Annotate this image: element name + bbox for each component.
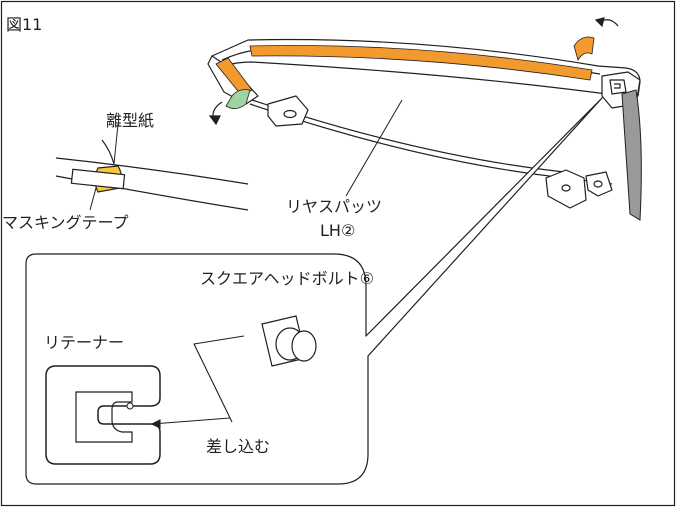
label-retainer: リテーナー	[44, 333, 125, 352]
mud-flap	[621, 89, 642, 221]
insert-arrow-icon	[150, 335, 245, 429]
tape-detail	[55, 139, 249, 211]
figure-number: 図11	[6, 16, 42, 34]
label-rear-parts-lh: LH②	[320, 221, 356, 240]
double-sided-tape	[249, 45, 593, 81]
label-rear-parts: リヤスパッツ	[286, 197, 383, 216]
leader-lines	[89, 99, 403, 211]
peel-tab-left	[225, 89, 251, 109]
label-masking-tape: マスキングテープ	[2, 213, 129, 232]
figure-number-text: 図11	[6, 15, 43, 34]
retainer-inner	[75, 391, 133, 443]
retainer-notch	[126, 402, 134, 410]
label-insert: 差し込む	[206, 437, 271, 456]
square-head-bolt-icon	[261, 315, 317, 367]
peel-tab-right	[573, 36, 595, 61]
double-sided-tape-left	[215, 57, 253, 97]
detail-callout	[25, 97, 603, 485]
rear-spats-part	[207, 38, 641, 209]
label-release-paper: 離型紙	[106, 111, 155, 130]
peel-arrow-icon	[208, 17, 619, 126]
label-square-head-bolt: スクエアヘッドボルト⑥	[200, 269, 375, 288]
